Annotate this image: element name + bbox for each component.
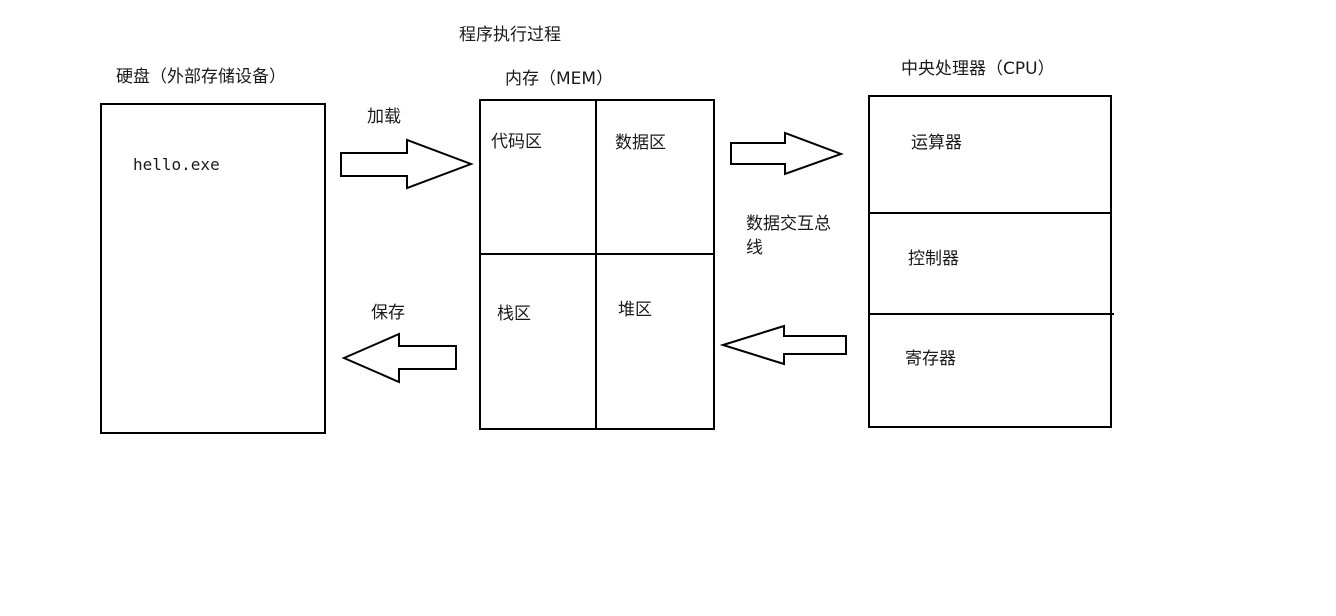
cpu-box: 运算器 控制器 寄存器 [868, 95, 1114, 428]
memory-region-stack: 栈区 [497, 304, 531, 324]
disk-box: hello.exe [100, 103, 326, 434]
bus-arrow-to-memory [719, 324, 847, 366]
cpu-label: 中央处理器（CPU） [901, 59, 1055, 79]
memory-label: 内存（MEM） [505, 69, 614, 89]
memory-box: 代码区 数据区 栈区 堆区 [479, 99, 715, 430]
memory-vertical-divider [595, 101, 597, 428]
memory-region-data: 数据区 [615, 133, 666, 153]
save-arrow-label: 保存 [371, 303, 405, 323]
memory-horizontal-divider [481, 253, 713, 255]
cpu-divider-2 [870, 313, 1114, 315]
cpu-unit-register: 寄存器 [905, 349, 956, 369]
cpu-unit-control: 控制器 [908, 249, 959, 269]
diagram-title: 程序执行过程 [459, 25, 561, 45]
cpu-divider-1 [870, 212, 1110, 214]
disk-label: 硬盘（外部存储设备） [116, 67, 286, 87]
memory-region-code: 代码区 [491, 132, 542, 152]
cpu-unit-alu: 运算器 [911, 133, 962, 153]
load-arrow [340, 138, 474, 190]
bus-arrow-to-cpu [730, 131, 844, 176]
load-arrow-label: 加载 [367, 107, 401, 127]
save-arrow [341, 332, 457, 384]
disk-file-label: hello.exe [133, 155, 220, 174]
bus-label: 数据交互总线 [746, 214, 831, 258]
memory-region-heap: 堆区 [618, 300, 652, 320]
